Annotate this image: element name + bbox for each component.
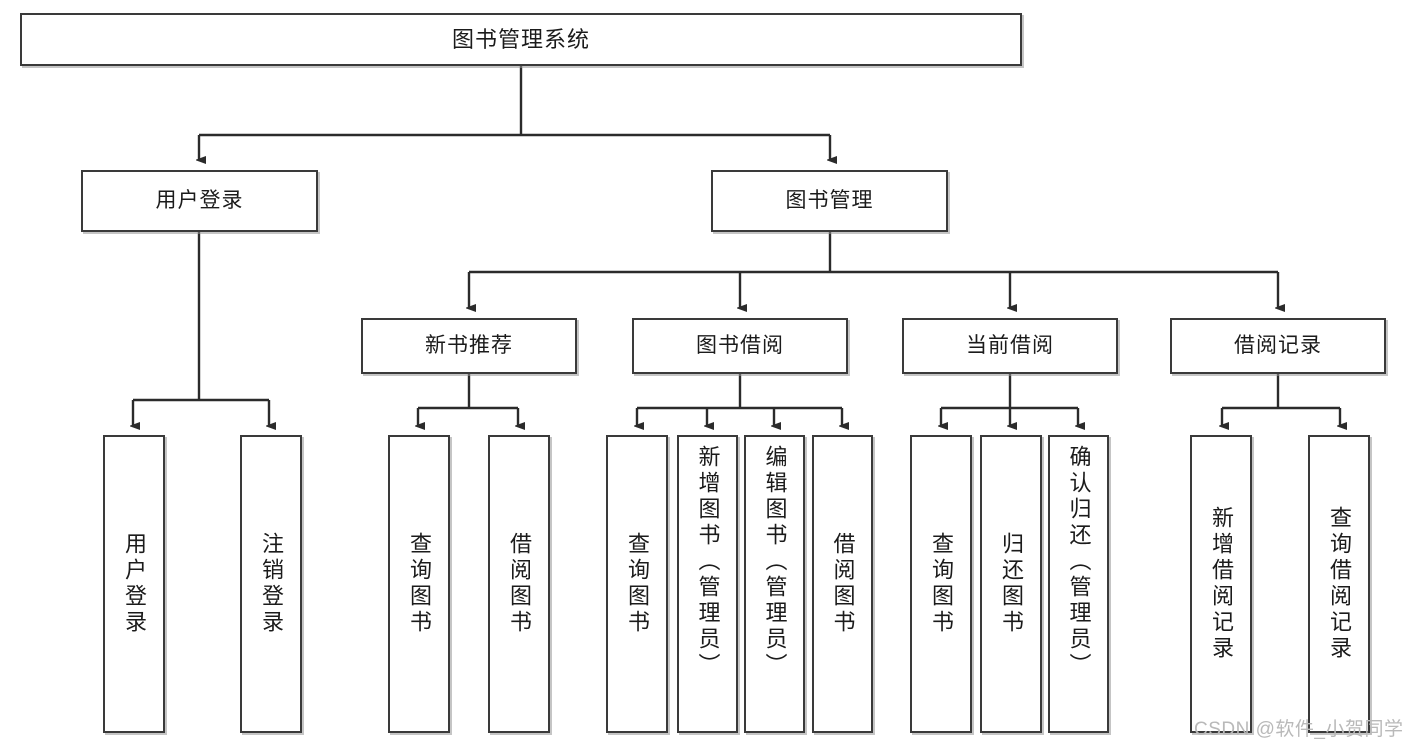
leaf-user-login-logout[interactable]: 注销登录 (240, 435, 302, 733)
leaf-borrow-record-add[interactable]: 新增借阅记录 (1190, 435, 1252, 733)
node-borrow-record[interactable]: 借阅记录 (1170, 318, 1386, 374)
leaf-book-borrow-edit[interactable]: 编辑图书（管理员） (744, 435, 805, 733)
node-label: 图书管理系统 (451, 26, 590, 52)
node-label: 借阅图书 (507, 532, 532, 636)
csdn-watermark: CSDN @软件_小贺同学 (1194, 719, 1404, 740)
node-user-login[interactable]: 用户登录 (81, 170, 318, 232)
node-label: 归还图书 (999, 532, 1024, 636)
node-label: 查询图书 (625, 532, 650, 636)
node-label: 新增图书（管理员） (695, 445, 721, 679)
node-label: 确认归还（管理员） (1066, 445, 1092, 679)
node-label: 查询图书 (407, 532, 432, 636)
node-current-borrow[interactable]: 当前借阅 (902, 318, 1118, 374)
node-new-book-recommend[interactable]: 新书推荐 (361, 318, 577, 374)
node-label: 新书推荐 (425, 333, 513, 357)
node-book-borrow[interactable]: 图书借阅 (632, 318, 848, 374)
leaf-book-borrow-query[interactable]: 查询图书 (606, 435, 668, 733)
leaf-user-login-login[interactable]: 用户登录 (103, 435, 165, 733)
node-label: 用户登录 (122, 532, 147, 636)
leaf-book-borrow-add[interactable]: 新增图书（管理员） (677, 435, 738, 733)
node-label: 用户登录 (155, 188, 244, 212)
node-label: 查询图书 (929, 532, 954, 636)
node-label: 新增借阅记录 (1209, 506, 1234, 662)
node-label: 注销登录 (259, 532, 284, 636)
leaf-new-book-borrow[interactable]: 借阅图书 (488, 435, 550, 733)
leaf-new-book-query[interactable]: 查询图书 (388, 435, 450, 733)
node-label: 图书借阅 (696, 333, 784, 357)
leaf-current-borrow-query[interactable]: 查询图书 (910, 435, 972, 733)
node-label: 查询借阅记录 (1327, 506, 1352, 662)
leaf-borrow-record-query[interactable]: 查询借阅记录 (1308, 435, 1370, 733)
node-label: 图书管理 (785, 188, 874, 212)
leaf-book-borrow-borrow[interactable]: 借阅图书 (812, 435, 873, 733)
leaf-current-borrow-return[interactable]: 归还图书 (980, 435, 1042, 733)
node-book-management[interactable]: 图书管理 (711, 170, 948, 232)
node-label: 借阅记录 (1234, 333, 1322, 357)
node-root-system[interactable]: 图书管理系统 (20, 13, 1022, 66)
leaf-current-borrow-confirm-return[interactable]: 确认归还（管理员） (1048, 435, 1109, 733)
node-label: 借阅图书 (830, 532, 856, 636)
node-label: 编辑图书（管理员） (762, 445, 788, 679)
node-label: 当前借阅 (966, 333, 1054, 357)
